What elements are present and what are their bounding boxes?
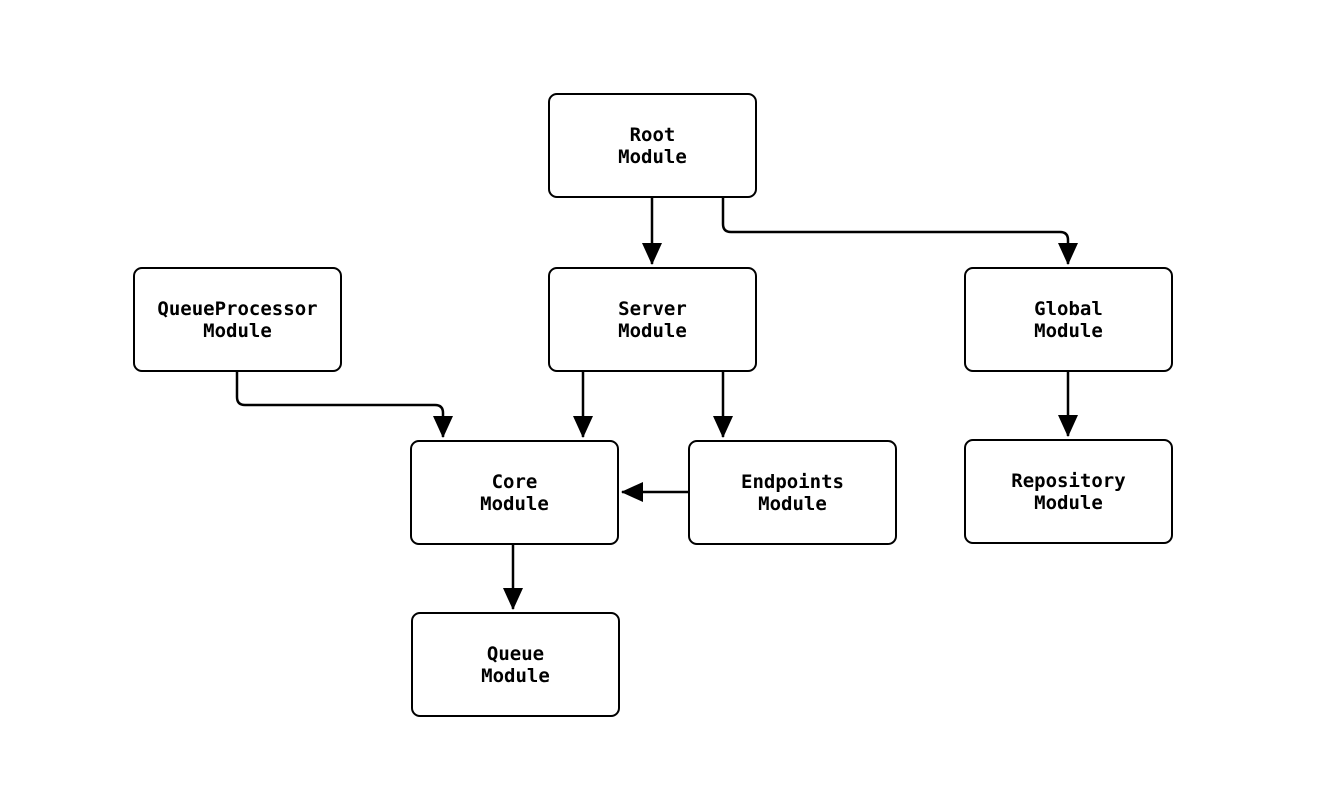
node-label-line: Module <box>618 319 687 342</box>
node-label: Root Module <box>618 124 687 168</box>
edge-queueprocessor-to-core <box>235 372 453 438</box>
node-root-module: Root Module <box>548 93 757 198</box>
node-label-line: Queue <box>486 642 545 665</box>
node-label-line: Core <box>491 470 538 493</box>
node-label-line: Module <box>1034 491 1103 514</box>
node-label-line: Endpoints <box>741 470 844 493</box>
node-label: Repository Module <box>1011 470 1125 514</box>
node-label: Server Module <box>618 298 687 342</box>
node-label: Global Module <box>1034 298 1103 342</box>
node-label-line: Module <box>1034 319 1103 342</box>
node-core-module: Core Module <box>410 440 619 545</box>
node-label-line: Module <box>481 664 550 687</box>
node-queue-module: Queue Module <box>411 612 620 717</box>
node-label-line: Server <box>618 297 687 320</box>
node-label-line: Module <box>758 492 827 515</box>
node-label-line: Module <box>203 319 272 342</box>
node-label-line: Repository <box>1011 469 1126 492</box>
node-queueprocessor-module: QueueProcessor Module <box>133 267 342 372</box>
node-label-line: Module <box>480 492 549 515</box>
node-label: QueueProcessor Module <box>157 298 317 342</box>
node-label: Core Module <box>480 471 549 515</box>
node-label-line: Global <box>1034 297 1103 320</box>
edge-root-to-global <box>721 198 1078 265</box>
node-label: Queue Module <box>481 643 550 687</box>
node-global-module: Global Module <box>964 267 1173 372</box>
node-server-module: Server Module <box>548 267 757 372</box>
node-label: Endpoints Module <box>741 471 844 515</box>
node-label-line: Module <box>618 145 687 168</box>
node-endpoints-module: Endpoints Module <box>688 440 897 545</box>
node-label-line: Root <box>629 123 676 146</box>
node-label-line: QueueProcessor <box>157 297 318 320</box>
node-repository-module: Repository Module <box>964 439 1173 544</box>
